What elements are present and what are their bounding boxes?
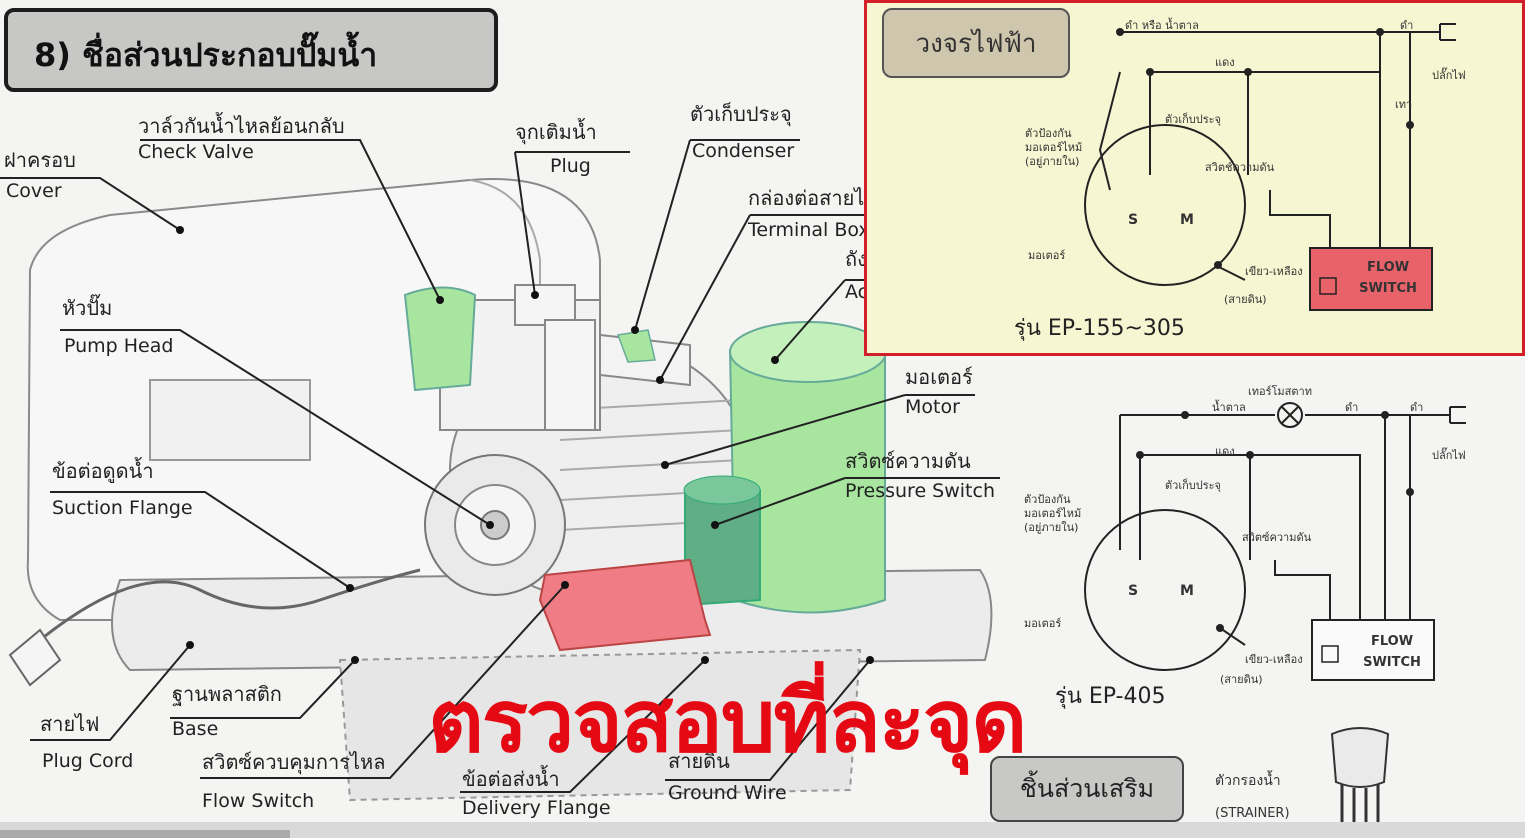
flow-switch-label-en: Flow Switch: [202, 790, 315, 812]
plug-cord-label-th: สายไฟ: [40, 712, 100, 736]
top-protector-3: (อยู่ภายใน): [1025, 155, 1080, 168]
base-label-th: ฐานพลาสติก: [172, 682, 282, 706]
cover-label-th: ฝาครอบ: [4, 148, 76, 172]
top-m-label: M: [1180, 212, 1194, 228]
circuit-diagram-top: [1084, 23, 1456, 311]
top-capacitor-label: ตัวเก็บประจุ: [1165, 113, 1221, 126]
delivery-flange-label-en: Delivery Flange: [462, 797, 611, 819]
bottom-s-label: S: [1128, 583, 1139, 599]
accessory-box: ชิ้นส่วนเสริม: [990, 756, 1184, 822]
bottom-capacitor-label: ตัวเก็บประจุ: [1165, 479, 1221, 492]
bottom-protector-1: ตัวป้องกัน: [1024, 493, 1071, 506]
bottom-green-yellow-label: เขียว-เหลือง: [1245, 653, 1303, 666]
top-flow-switch-text: FLOW SWITCH: [1348, 258, 1428, 300]
flow-switch-box-bottom: [1311, 619, 1435, 681]
progress-bar: [0, 822, 1525, 838]
top-gray-label: เทา: [1395, 98, 1413, 111]
flow-switch-box-top: [1309, 247, 1433, 311]
base-label-en: Base: [172, 718, 219, 740]
bottom-m-label: M: [1180, 583, 1194, 599]
condenser-label-en: Condenser: [692, 140, 795, 162]
page-title: 8) ชื่อส่วนประกอบปั๊มน้ำ: [34, 36, 378, 74]
pressure-switch-label-th: สวิตซ์ความดัน: [845, 449, 971, 473]
ground-wire-label-en: Ground Wire: [668, 782, 787, 804]
bottom-motor-label: มอเตอร์: [1024, 617, 1062, 630]
terminal-box-label-en: Terminal Box: [748, 219, 870, 241]
suction-flange-label-th: ข้อต่อดูดน้ำ: [52, 459, 154, 483]
bottom-red-label: แดง: [1215, 445, 1235, 458]
top-red-label: แดง: [1215, 56, 1235, 69]
bottom-black-label-2: ดำ: [1410, 401, 1424, 414]
top-green-yellow-label: เขียว-เหลือง: [1245, 265, 1303, 278]
overlay-check-text: ตรวจสอบที่ละจุด: [428, 671, 1027, 772]
flow-switch-shape: [538, 558, 712, 652]
plug-label-en: Plug: [550, 155, 591, 177]
top-motor-label: มอเตอร์: [1028, 249, 1066, 262]
top-flow-word: FLOW: [1366, 260, 1410, 275]
check-valve-label-en: Check Valve: [138, 141, 254, 163]
strainer-icon: [1330, 727, 1390, 822]
top-ground-label: (สายดิน): [1224, 293, 1267, 306]
strainer-label-th: ตัวกรองน้ำ: [1215, 773, 1281, 789]
bottom-ground-label: (สายดิน): [1220, 673, 1263, 686]
model-top-label: รุ่น EP-155~305: [1014, 316, 1185, 341]
bottom-brown-label: น้ำตาล: [1212, 401, 1246, 414]
top-plug-label: ปลั๊กไฟ: [1432, 69, 1466, 82]
check-valve-shape: [403, 286, 477, 392]
circuit-diagram-bottom: [1084, 402, 1466, 681]
bottom-switch-word: SWITCH: [1363, 654, 1421, 670]
top-protector-2: มอเตอร์ไหม้: [1025, 141, 1083, 154]
pump-illustration: [0, 139, 1000, 802]
model-bottom-label: รุ่น EP-405: [1055, 684, 1166, 709]
pressure-switch-label-en: Pressure Switch: [845, 480, 995, 502]
flow-switch-label-th: สวิตซ์ควบคุมการไหล: [202, 750, 386, 774]
top-pressure-switch-label: สวิตช์ความดัน: [1205, 161, 1275, 174]
condenser-label-th: ตัวเก็บประจุ: [690, 102, 792, 126]
bottom-flow-word: FLOW: [1370, 634, 1414, 649]
motor-label-th: มอเตอร์: [905, 365, 973, 389]
bottom-black-label: ดำ: [1345, 401, 1359, 414]
title-box: 8) ชื่อส่วนประกอบปั๊มน้ำ: [4, 8, 498, 92]
circuit-title: วงจรไฟฟ้า: [882, 8, 1070, 78]
plug-cord-label-en: Plug Cord: [42, 750, 134, 772]
pump-head-label-en: Pump Head: [64, 335, 174, 357]
ground-wire-label-th: สายดิน: [668, 749, 730, 773]
top-switch-word: SWITCH: [1359, 280, 1417, 296]
pump-head-label-th: หัวปั๊ม: [62, 296, 113, 320]
motor-label-en: Motor: [905, 396, 960, 418]
bottom-protector-3: (อยู่ภายใน): [1024, 521, 1079, 534]
top-s-label: S: [1128, 212, 1139, 228]
delivery-flange-label-th: ข้อต่อส่งน้ำ: [462, 767, 560, 791]
top-protector-1: ตัวป้องกัน: [1025, 127, 1072, 140]
suction-flange-label-en: Suction Flange: [52, 497, 193, 519]
strainer-label-en: (STRAINER): [1215, 806, 1290, 821]
bottom-plug-label: ปลั๊กไฟ: [1432, 449, 1466, 462]
progress-fill: [0, 830, 290, 838]
bottom-pressure-switch-label: สวิตซ์ความดัน: [1242, 531, 1312, 544]
bottom-protector-2: มอเตอร์ไหม้: [1024, 507, 1082, 520]
top-wire-label: ดำ หรือ น้ำตาล: [1125, 19, 1199, 32]
check-valve-label-th: วาล์วกันน้ำไหลย้อนกลับ: [138, 114, 345, 138]
top-black-label: ดำ: [1400, 19, 1414, 32]
plug-label-th: จุกเติมน้ำ: [515, 120, 597, 144]
terminal-box-label-th: กล่องต่อสายไฟ: [748, 186, 879, 210]
cover-label-en: Cover: [6, 180, 62, 202]
bottom-flow-switch-text: FLOW SWITCH: [1352, 632, 1432, 674]
bottom-thermostat-label: เทอร์โมสตาท: [1248, 385, 1312, 398]
